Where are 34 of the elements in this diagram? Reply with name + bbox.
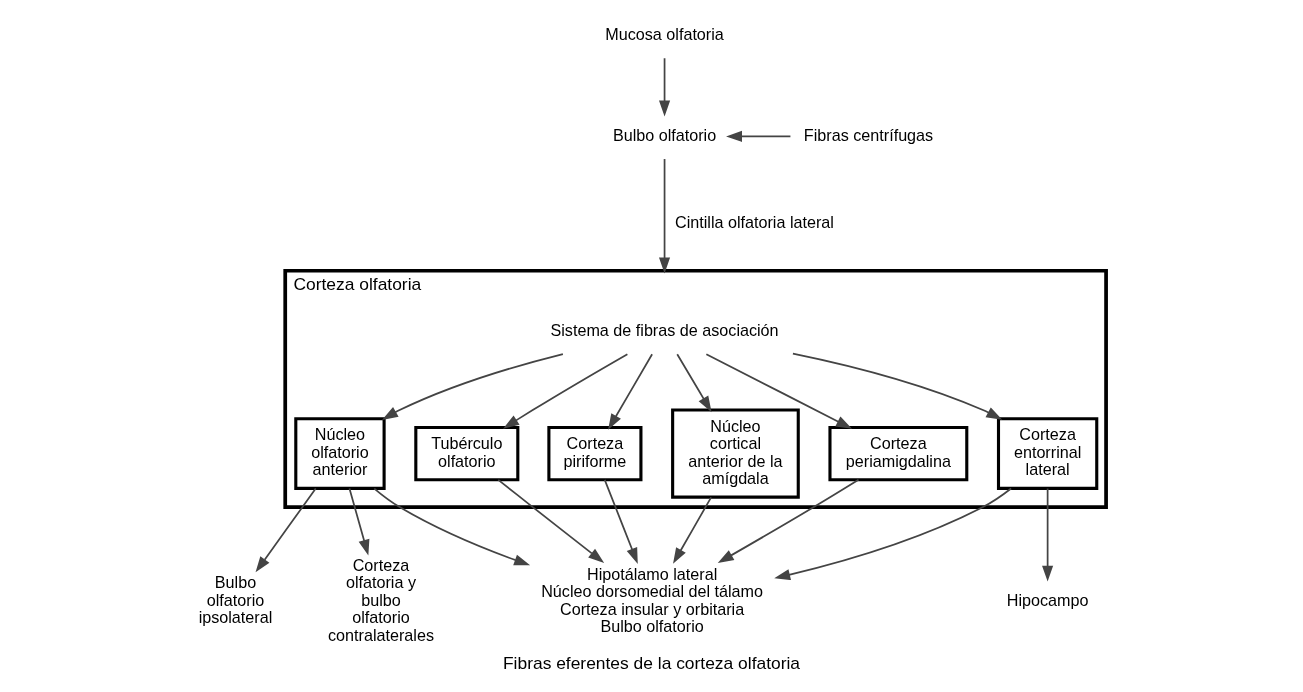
caption: Fibras eferentes de la corteza olfatoria xyxy=(502,652,801,673)
node-text: Bulbo olfatorio xyxy=(612,125,717,144)
arrow xyxy=(373,487,531,566)
node-text: Hipotálamo lateral Núcleo dorsomedial del tálamo Corteza insular y orbitaria Bulbo olfatorio xyxy=(541,564,764,635)
arrow xyxy=(726,130,792,142)
arrow xyxy=(255,487,317,573)
node-box: Núcleo cortical anterior de la amígdala xyxy=(671,408,800,499)
arrow xyxy=(382,353,564,420)
node-text: Sistema de fibras de asociación xyxy=(550,320,779,339)
node-text: Bulbo olfatorio ipsolateral xyxy=(198,573,273,627)
arrow xyxy=(497,479,605,563)
arrow xyxy=(503,353,629,429)
arrow xyxy=(348,487,370,556)
arrow xyxy=(774,487,1012,581)
arrow xyxy=(705,353,852,429)
arrow xyxy=(603,478,638,564)
node-text: Mucosa olfatoria xyxy=(605,24,724,43)
arrow xyxy=(717,478,860,564)
node-box: Corteza piriforme xyxy=(547,425,643,482)
node-box: Corteza entorrinal lateral xyxy=(996,417,1099,490)
edge-label: Cintilla olfatoria lateral xyxy=(675,212,834,231)
node-text: Corteza olfatoria y bulbo olfatorio contralaterales xyxy=(328,555,434,644)
node-box: Corteza periamigdalina xyxy=(828,425,969,482)
arrow xyxy=(608,353,653,430)
node-text: Hipocampo xyxy=(1006,590,1089,609)
arrow xyxy=(673,496,712,564)
node-box: Núcleo olfatorio anterior xyxy=(294,417,386,490)
arrow xyxy=(659,158,671,274)
node-box: Tubérculo olfatorio xyxy=(414,425,520,482)
arrow xyxy=(1042,487,1054,582)
arrow xyxy=(676,353,712,413)
node-text: Fibras centrífugas xyxy=(803,125,934,144)
arrow xyxy=(792,352,1003,420)
arrow xyxy=(659,57,671,117)
